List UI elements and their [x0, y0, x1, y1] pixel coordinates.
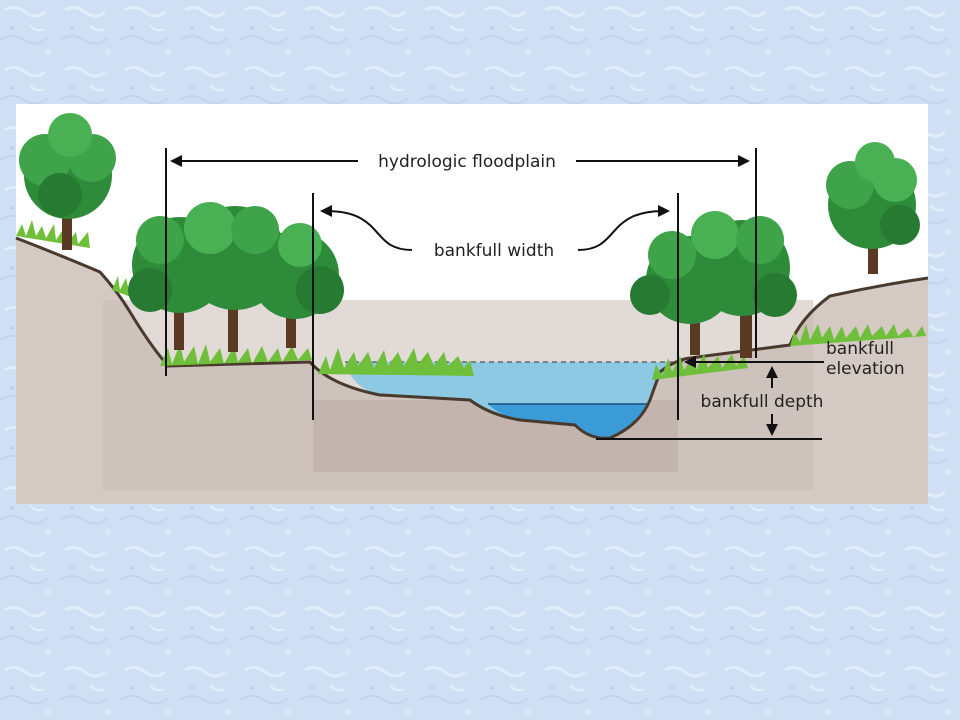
- ground-outline: [15, 236, 929, 440]
- tree-far-left: [19, 113, 116, 250]
- bankfull-elevation-arrowhead: [684, 356, 696, 368]
- label-bankfull-width: bankfull width: [434, 241, 554, 261]
- channel-water: [488, 404, 648, 439]
- tree-far-right: [826, 142, 920, 274]
- bankfull-width-arrowhead-left: [320, 205, 332, 217]
- bankfull-depth-arrowhead-up: [766, 366, 778, 378]
- bankfull-depth-arrowhead-down: [766, 424, 778, 436]
- bankfull-width-arrow-right: [577, 210, 663, 251]
- label-bankfull-depth: bankfull depth: [701, 392, 824, 412]
- floodplain-arrowhead-left: [170, 155, 182, 167]
- tree-right-cluster: [630, 211, 797, 358]
- floodplain-arrowhead-right: [738, 155, 750, 167]
- bankfull-width-arrow-left: [327, 210, 413, 251]
- label-bankfull-elevation-line1: bankfull: [826, 339, 894, 359]
- bankfull-width-arrowhead-right: [658, 205, 670, 217]
- label-bankfull-elevation-line2: elevation: [826, 359, 905, 379]
- grass: [16, 220, 926, 380]
- label-hydrologic-floodplain: hydrologic floodplain: [378, 152, 556, 172]
- tree-left-cluster: [128, 202, 344, 352]
